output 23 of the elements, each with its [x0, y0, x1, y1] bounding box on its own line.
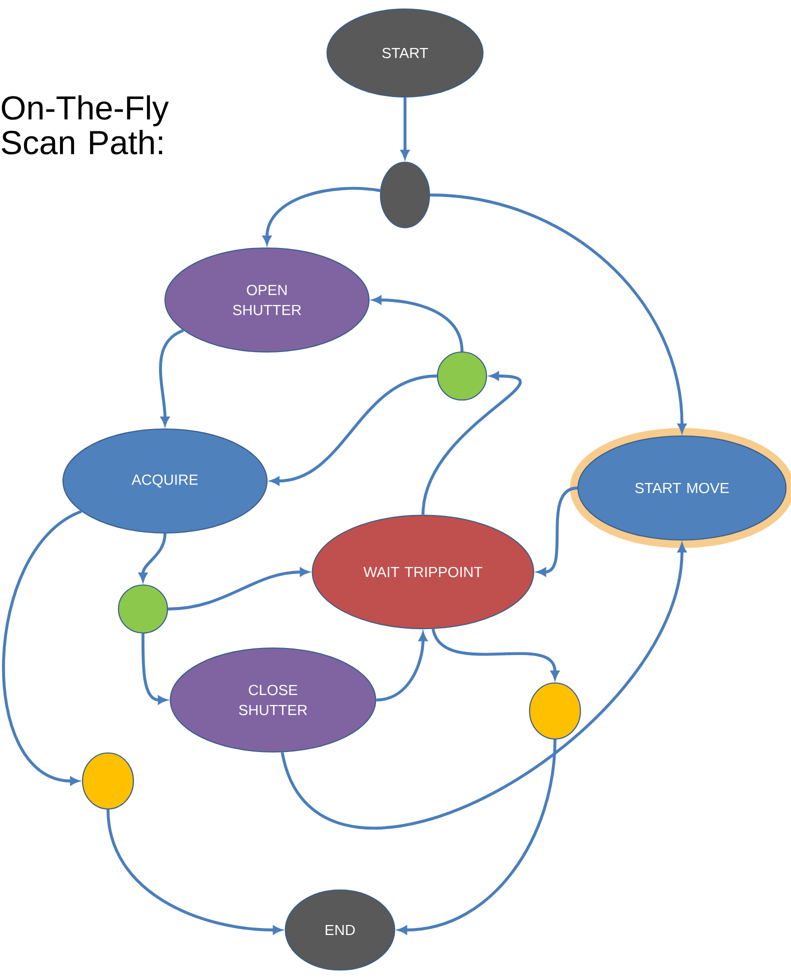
arrow: [159, 329, 184, 426]
arrow: [2, 510, 82, 786]
arrow: [106, 809, 282, 934]
arrow: [138, 533, 166, 582]
arrow: [262, 186, 380, 244]
state-circle: [436, 351, 488, 401]
title: On-The-Fly Scan Path:: [2, 95, 169, 154]
state-circle: [380, 162, 430, 228]
arrow: [168, 568, 309, 610]
arrow: [142, 634, 167, 704]
arrow: [270, 374, 438, 486]
arrow: [376, 632, 428, 702]
state-circle: [118, 584, 168, 634]
state-circle: [529, 682, 581, 740]
arrow: [280, 544, 686, 829]
arrow: [432, 628, 560, 680]
arrow: [398, 739, 556, 934]
arrow: [372, 296, 464, 352]
arrow: [400, 98, 410, 159]
state-circle: [82, 752, 134, 810]
arrow: [430, 194, 686, 432]
arrow: [537, 486, 578, 576]
arrow: [422, 372, 522, 515]
